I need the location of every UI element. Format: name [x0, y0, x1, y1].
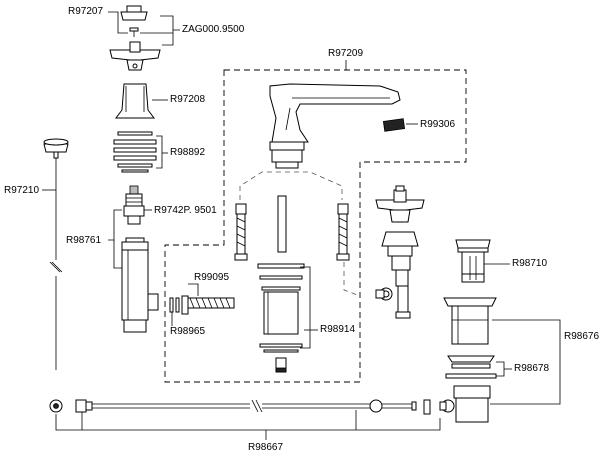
label-r99306: R99306 — [420, 119, 456, 130]
pull-rod — [43, 138, 69, 370]
label-r97208: R97208 — [170, 94, 206, 105]
olive-fittings — [169, 295, 189, 315]
flexible-hose-right — [336, 203, 350, 261]
label-r98914: R98914 — [320, 324, 356, 335]
label-r97210: R97210 — [4, 185, 40, 196]
aerator-part — [382, 118, 406, 132]
center-washers — [257, 263, 305, 291]
label-r98678: R98678 — [514, 363, 550, 374]
washer-stack — [113, 131, 157, 173]
label-zag000-9500: ZAG000.9500 — [182, 24, 245, 35]
cap-indicator — [120, 5, 148, 21]
label-r97207: R97207 — [68, 6, 104, 17]
cross-handle-right — [375, 185, 425, 223]
waste-nut-bottom — [439, 385, 491, 423]
label-r97209: R97209 — [328, 48, 364, 59]
label-r9742p-9501: R9742P. 9501 — [154, 205, 217, 216]
label-r98761: R98761 — [66, 235, 102, 246]
center-nut — [275, 357, 287, 373]
popup-plug — [455, 239, 491, 283]
label-r99095: R99095 — [194, 272, 230, 283]
spout-group-outline — [164, 69, 467, 383]
linkage-rod — [49, 399, 431, 415]
label-r98965: R98965 — [170, 326, 206, 337]
valve-body — [121, 237, 159, 333]
label-r98667: R98667 — [248, 442, 284, 453]
flange-part — [115, 83, 155, 119]
center-lower-washers — [259, 343, 303, 353]
flexible-hose-horizontal — [187, 297, 235, 309]
spout-part — [269, 83, 401, 169]
center-sleeve — [263, 291, 299, 335]
waste-gaskets — [445, 355, 497, 379]
label-r98892: R98892 — [170, 147, 206, 158]
label-r98710: R98710 — [512, 258, 548, 269]
center-rod — [277, 195, 287, 253]
screw-small — [129, 27, 139, 37]
label-r98676: R98676 — [564, 331, 600, 342]
cartridge-part — [123, 185, 145, 225]
flexible-hose-left — [234, 203, 248, 261]
valve-right — [375, 231, 419, 319]
cross-handle-top — [109, 41, 161, 71]
waste-body — [443, 297, 497, 345]
